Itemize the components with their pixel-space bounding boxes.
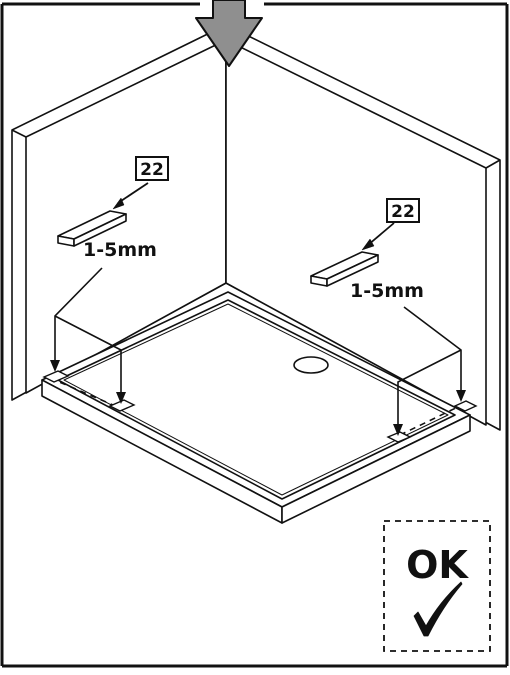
part-number-box-right: 22	[386, 198, 420, 223]
gap-label-left: 1-5mm	[83, 239, 157, 261]
strip-parts	[57, 210, 379, 287]
strip-part-right-front	[326, 254, 379, 287]
strip-part-left-front	[73, 213, 127, 247]
part-callouts	[112, 182, 395, 251]
gap-leaders	[54, 267, 462, 424]
spacer-shim	[42, 370, 70, 383]
tray-wall-gap	[49, 377, 465, 436]
right-wall	[225, 24, 501, 431]
spacer-shim	[386, 431, 412, 443]
part-number-right: 22	[391, 202, 415, 222]
shower-tray	[41, 291, 471, 524]
down-arrow-icon	[195, 0, 263, 67]
checkmark-icon	[413, 581, 463, 637]
part-number-box-left: 22	[135, 156, 169, 181]
ok-badge: OK	[383, 520, 491, 652]
ok-label: OK	[406, 543, 469, 587]
spacer-shim	[453, 400, 478, 412]
spacer-shim	[108, 399, 136, 412]
gap-label-right: 1-5mm	[350, 280, 424, 302]
drain-icon	[293, 356, 329, 374]
part-number-left: 22	[140, 160, 164, 180]
gap-leader-arrowheads	[50, 360, 466, 436]
spacer-shims	[42, 370, 478, 443]
